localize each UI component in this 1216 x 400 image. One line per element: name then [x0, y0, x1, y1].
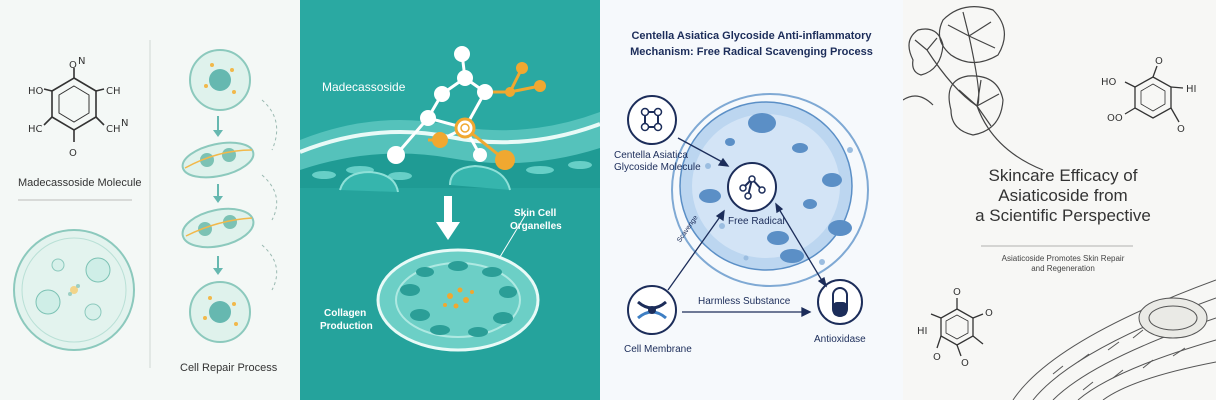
antioxidase-label: Antioxidase [814, 334, 866, 345]
mechanism-arrows [667, 137, 828, 318]
atom-o-top: O [69, 60, 77, 71]
efficacy-subtitle-line1: Asiaticoside Promotes Skin Repair [1001, 254, 1125, 263]
mechanism-title-line2: Mechanism: Free Radical Scavenging Proce… [630, 46, 873, 58]
panel-madecassoside-repair: O N HO CH HC CH N O [0, 0, 300, 400]
free-radical-label: Free Radical [728, 216, 785, 227]
mechanism-title-line1: Centella Asiatica Glycoside Anti-inflamm… [631, 30, 872, 42]
atom-o-right-b: O [985, 308, 993, 319]
atom-oo: OO [1107, 113, 1123, 124]
skin-cell-organelles-line2: Organelles [510, 221, 562, 232]
madecassoside-molecule-label: Madecassoside Molecule [18, 177, 142, 189]
glycoside-molecule-line2: Glycoside Molecule [614, 162, 701, 173]
atom-hi: HI [1186, 84, 1196, 95]
collagen-production-line2: Production [320, 321, 373, 332]
atom-o-bottom: O [69, 148, 77, 159]
collagen-production-line1: Collagen [324, 308, 367, 319]
cell-repair-sequence [181, 49, 278, 343]
efficacy-subtitle-line2: and Regeneration [1031, 264, 1095, 273]
panel4-illustration: HO O HI OO O O HI O O O [903, 6, 1216, 400]
efficacy-title-line1: Skincare Efficacy of [988, 166, 1138, 185]
antioxidase-icon [817, 279, 863, 325]
efficacy-title-line2: Asiaticoside from [998, 186, 1128, 205]
atom-o-bottom-b: O [961, 358, 969, 369]
molecule-atoms [387, 46, 546, 170]
atom-hi-b: HI [917, 326, 927, 337]
cell-body [671, 93, 869, 287]
top-molecule-sketch [1124, 65, 1184, 123]
atom-ho: HO [1101, 77, 1117, 88]
down-arrow [436, 196, 460, 240]
atom-o-left-b: O [933, 352, 941, 363]
cell-membrane-label: Cell Membrane [624, 344, 692, 355]
panel1-illustration: O N HO CH HC CH N O [13, 40, 278, 368]
skin-cell-organelles-line1: Skin Cell [514, 208, 557, 219]
cell-cross-section [376, 248, 540, 352]
svg-text:N: N [78, 56, 85, 67]
cell-repair-process-label: Cell Repair Process [180, 362, 278, 374]
atom-hc: HC [28, 124, 43, 135]
atom-n-sup: N [121, 118, 128, 129]
centella-leaf-sketch [903, 6, 1044, 171]
atom-ch2: CH [106, 124, 121, 135]
atom-ho: HO [28, 86, 44, 97]
atom-ch: CH [106, 86, 121, 97]
panel2-illustration [300, 46, 600, 400]
skin-tissue-sketch [1012, 279, 1216, 400]
harmless-substance-label: Harmless Substance [698, 296, 791, 307]
atom-o-bottom: O [1177, 124, 1185, 135]
glycoside-molecule-line1: Centella Asiatica [614, 150, 688, 161]
madecassoside-label: Madecassoside [322, 80, 406, 94]
bottom-molecule-sketch [930, 298, 984, 357]
atom-o-top: O [1155, 56, 1163, 67]
panel-madecassoside-cell: Madecassoside Skin Cell Organelles Colla… [300, 0, 600, 400]
panel3-illustration [627, 93, 869, 335]
cell-membrane-icon [627, 285, 677, 335]
efficacy-title-line3: a Scientific Perspective [975, 206, 1151, 225]
large-cell-illustration [13, 229, 135, 351]
madecassoside-hexagon [43, 68, 105, 142]
panel-asiaticoside-efficacy: HO O HI OO O O HI O O O [903, 0, 1216, 400]
panel-free-radical-mechanism: Centella Asiatica Glycoside Anti-inflamm… [600, 0, 903, 400]
glycoside-molecule-icon [627, 95, 677, 145]
atom-o-top-b: O [953, 287, 961, 298]
